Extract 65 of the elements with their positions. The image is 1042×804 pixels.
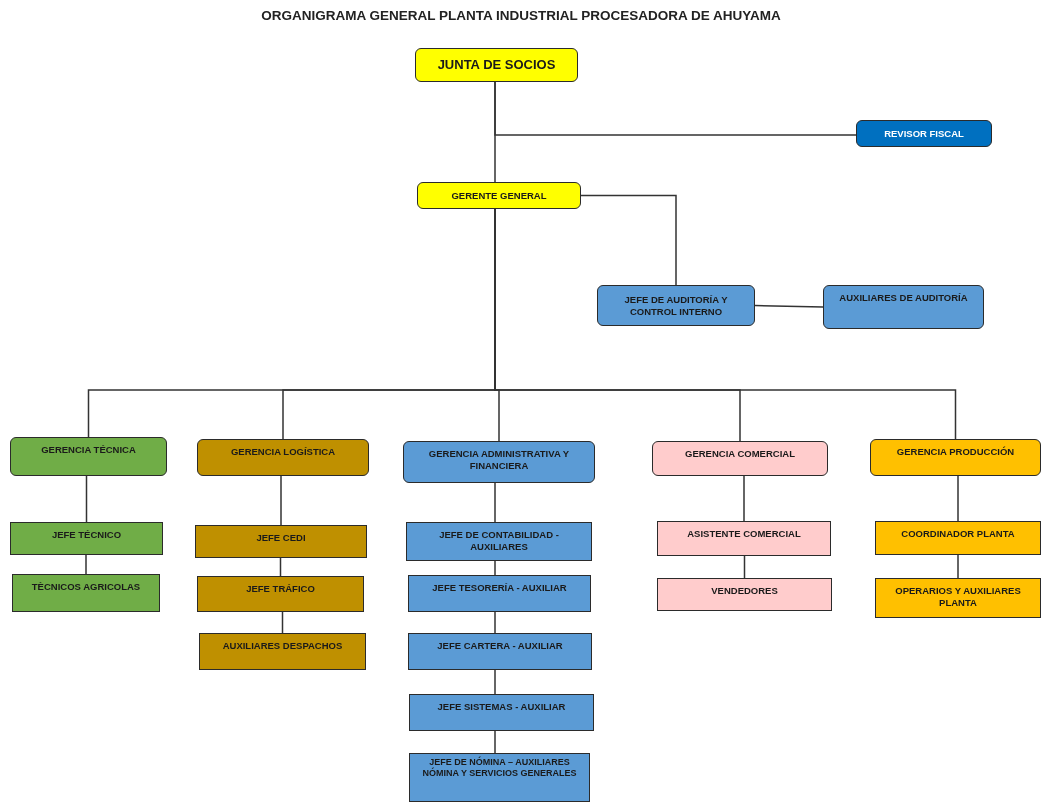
role-label: GERENCIA LOGÍSTICA	[230, 446, 336, 458]
connector-line	[743, 555, 746, 579]
role-box	[856, 120, 992, 147]
role-label: AUXILIARES DE AUDITORÍA	[839, 292, 968, 304]
role-label: GERENCIA PRODUCCIÓN	[896, 446, 1015, 458]
role-box	[10, 437, 167, 476]
position-box	[657, 521, 831, 556]
role-label: REVISOR FISCAL	[884, 127, 964, 140]
role-box	[197, 439, 369, 476]
connector-line	[494, 482, 496, 523]
role-box	[870, 439, 1041, 476]
connector-line	[85, 475, 88, 523]
position-box	[406, 522, 592, 561]
connector-line	[580, 194, 677, 286]
position-box	[197, 576, 364, 612]
position-box	[408, 633, 592, 670]
role-label: JEFE SISTEMAS - AUXILIAR	[437, 701, 566, 713]
position-box	[657, 578, 832, 611]
role-label: GERENCIA COMERCIAL	[685, 448, 795, 460]
role-label: VENDEDORES	[711, 585, 778, 597]
role-label: JEFE TRÁFICO	[246, 583, 315, 595]
role-label: COORDINADOR PLANTA	[901, 528, 1015, 540]
connector-line	[494, 669, 496, 695]
chart-title: ORGANIGRAMA GENERAL PLANTA INDUSTRIAL PROCESADORA DE AHUYAMA	[260, 8, 782, 23]
connector-line	[494, 611, 496, 634]
role-label: ASISTENTE COMERCIAL	[687, 528, 801, 540]
connector-line	[743, 475, 745, 522]
role-label: GERENCIA ADMINISTRATIVA Y FINANCIERA	[427, 448, 571, 472]
connector-line	[85, 554, 87, 575]
role-label: JEFE DE CONTABILIDAD - AUXILIARES	[438, 529, 560, 553]
role-label: OPERARIOS Y AUXILIARES PLANTA	[894, 585, 1022, 609]
connector-line	[280, 475, 282, 526]
role-box	[597, 285, 755, 326]
role-label: JEFE DE AUDITORÍA Y CONTROL INTERNO	[623, 293, 729, 318]
connector-line	[494, 560, 496, 576]
role-box	[415, 48, 578, 82]
connector-line	[494, 81, 496, 183]
position-box	[10, 522, 163, 555]
role-label: GERENTE GENERAL	[451, 189, 547, 202]
role-box	[823, 285, 984, 329]
role-label: JUNTA DE SOCIOS	[437, 56, 556, 74]
connector-line	[957, 554, 959, 579]
position-box	[199, 633, 366, 670]
position-box	[12, 574, 160, 612]
role-label: TÈCNICOS AGRICOLAS	[31, 581, 141, 593]
role-label: JEFE TÉCNICO	[51, 529, 122, 541]
connector-line	[494, 730, 496, 754]
role-label: AUXILIARES DESPACHOS	[222, 640, 343, 652]
role-label: JEFE DE NÓMINA – AUXILIARES NÓMINA Y SERVICIOS GENERALES	[421, 757, 578, 780]
role-label: JEFE TESORERÍA - AUXILIAR	[432, 582, 567, 594]
position-box	[408, 575, 591, 612]
connector-line	[281, 611, 284, 634]
role-label: JEFE CEDI	[256, 532, 306, 544]
position-box	[409, 753, 590, 802]
role-box	[417, 182, 581, 209]
position-box	[409, 694, 594, 731]
role-box	[652, 441, 828, 476]
connector-line	[754, 304, 824, 308]
connector-line	[957, 475, 959, 522]
position-box	[875, 578, 1041, 618]
position-box	[875, 521, 1041, 555]
role-box	[403, 441, 595, 483]
role-label: JEFE CARTERA - AUXILIAR	[437, 640, 563, 652]
role-label: GERENCIA TÉCNICA	[41, 444, 136, 456]
position-box	[195, 525, 367, 558]
